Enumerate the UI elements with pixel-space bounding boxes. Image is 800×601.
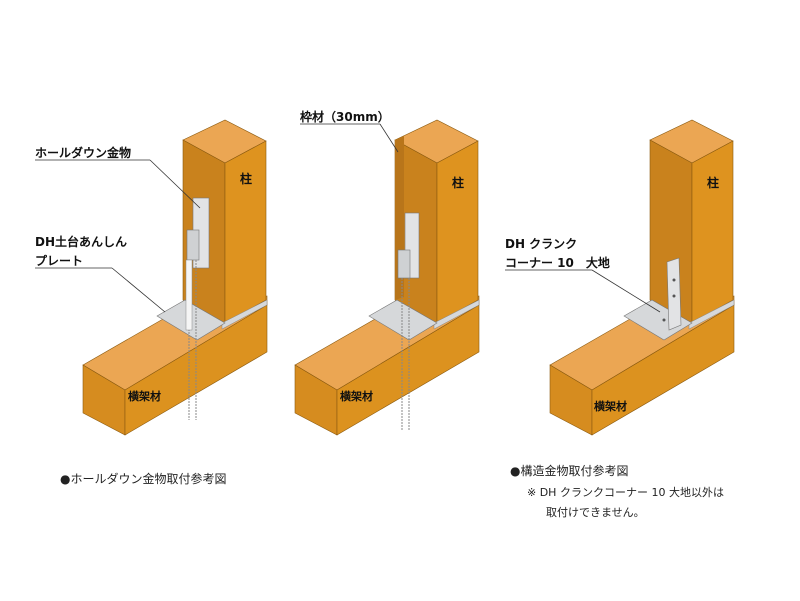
caption-note-1: ※ DH クランクコーナー 10 大地以外は xyxy=(527,486,724,499)
label-dh-plate-2: プレート xyxy=(35,254,84,268)
leader-plate xyxy=(111,267,166,313)
leader-frame xyxy=(379,123,399,153)
label-dh-plate-1: DH土台あんしん xyxy=(35,235,128,249)
crank-corner-hardware xyxy=(666,257,682,331)
label-post-right: 柱 xyxy=(707,176,720,190)
leader-holddown xyxy=(149,159,201,209)
label-frame: 枠材（30mm） xyxy=(300,110,390,124)
caption-note-2: 取付けできません。 xyxy=(546,506,645,519)
label-crank-1: DH クランク xyxy=(505,237,578,251)
label-holddown: ホールダウン金物 xyxy=(35,146,132,160)
caption-left: ●ホールダウン金物取付参考図 xyxy=(60,472,227,486)
leader-crank xyxy=(591,269,661,313)
left-assembly xyxy=(35,119,268,436)
label-crank-2: コーナー 10 大地 xyxy=(505,256,610,270)
label-post-left: 柱 xyxy=(240,172,253,186)
label-post-middle: 柱 xyxy=(452,176,465,190)
middle-assembly xyxy=(294,119,480,436)
label-beam-left: 横架材 xyxy=(128,390,161,403)
label-beam-middle: 横架材 xyxy=(340,390,373,403)
caption-right: ●構造金物取付参考図 xyxy=(510,464,629,478)
label-beam-right: 横架材 xyxy=(594,400,627,413)
right-assembly xyxy=(505,119,735,436)
